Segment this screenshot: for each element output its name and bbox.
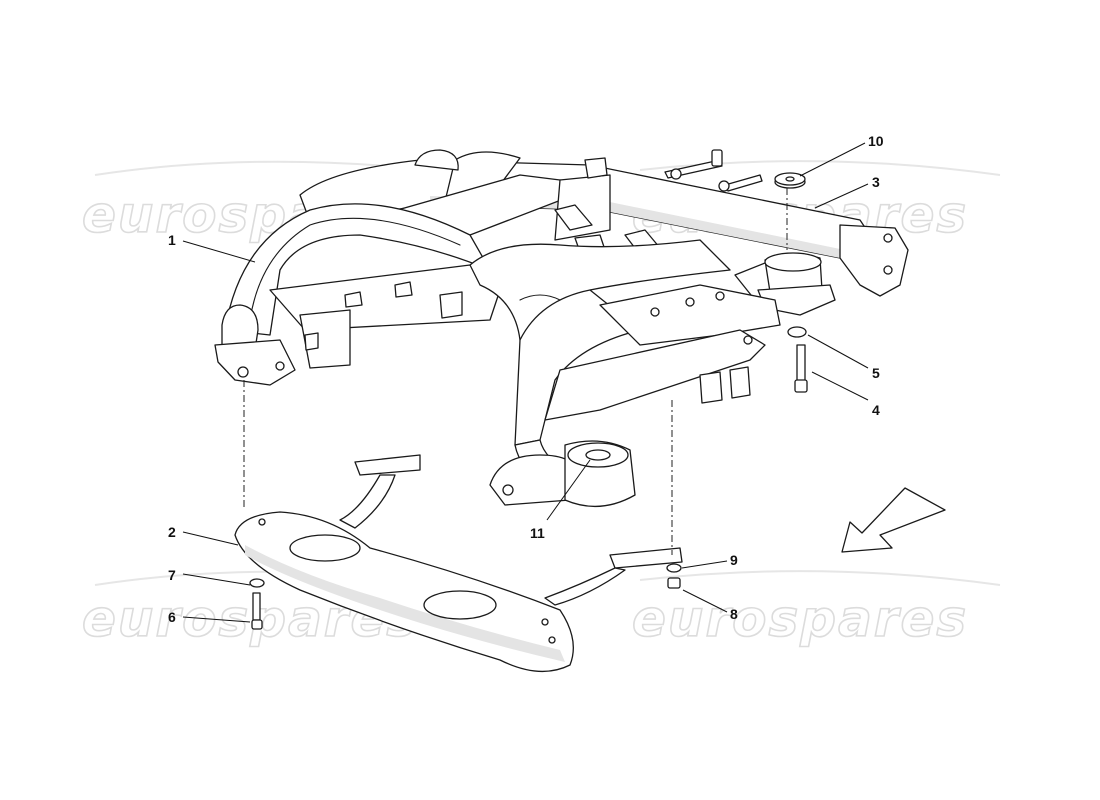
rear-subframe xyxy=(214,149,909,508)
alignment-lines xyxy=(243,188,788,555)
direction-arrow xyxy=(841,487,946,553)
callout-labels: 1 2 3 4 5 6 7 8 9 10 11 xyxy=(168,133,884,625)
callout-6: 6 xyxy=(168,609,176,625)
callout-2: 2 xyxy=(168,524,176,540)
fasteners xyxy=(249,149,808,630)
callout-9: 9 xyxy=(730,552,738,568)
callout-4: 4 xyxy=(872,402,880,418)
callout-11: 11 xyxy=(530,525,545,541)
callout-8: 8 xyxy=(730,606,738,622)
watermark-bottom-right: eurospares xyxy=(632,590,968,648)
leader-lines xyxy=(182,142,869,623)
callout-7: 7 xyxy=(168,567,176,583)
lower-crossmember xyxy=(234,454,683,673)
callout-10: 10 xyxy=(868,133,884,149)
callout-1: 1 xyxy=(168,232,176,248)
callout-3: 3 xyxy=(872,174,880,190)
watermark-group: eurospares eurospares eurospares eurospa… xyxy=(81,160,1001,649)
callout-5: 5 xyxy=(872,365,880,381)
